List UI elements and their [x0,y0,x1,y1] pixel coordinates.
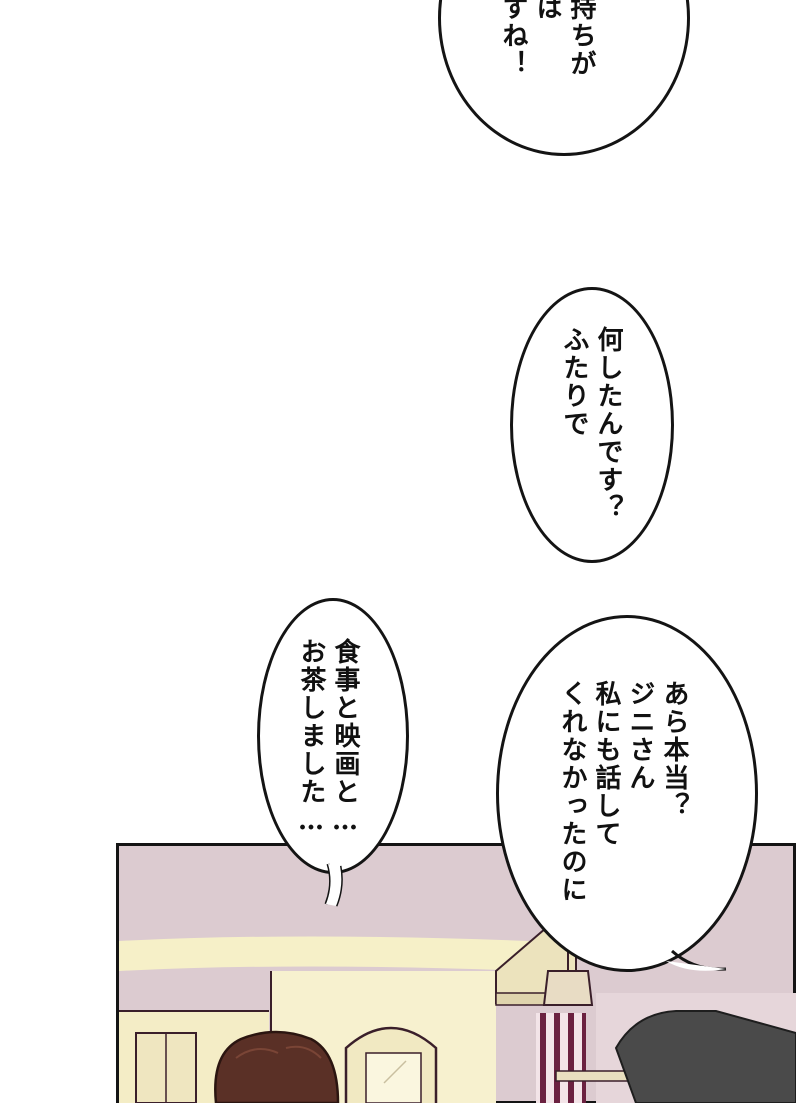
speech-bubble-right [496,615,758,972]
scene-illustration [116,843,796,1103]
scene-panel [116,843,796,1103]
speech-bubble-middle [510,287,674,563]
speech-bubble-right-tail [666,949,727,971]
speech-text-right: あら本当？ ジニさん 私にも話して くれなかったのに [557,680,689,904]
dark-figure [614,1010,796,1103]
speech-text-top: も 気持ちが では うすね！ [498,0,596,78]
speech-text-left: 食事と映画と… お茶しました… [296,638,360,838]
speech-bubble-left-tail [324,863,343,907]
striped-curtain [536,1013,586,1103]
character-hair [214,1030,340,1103]
speech-bubble-left [257,598,409,874]
speech-text-middle: 何したんです？ ふたりで [559,326,623,522]
